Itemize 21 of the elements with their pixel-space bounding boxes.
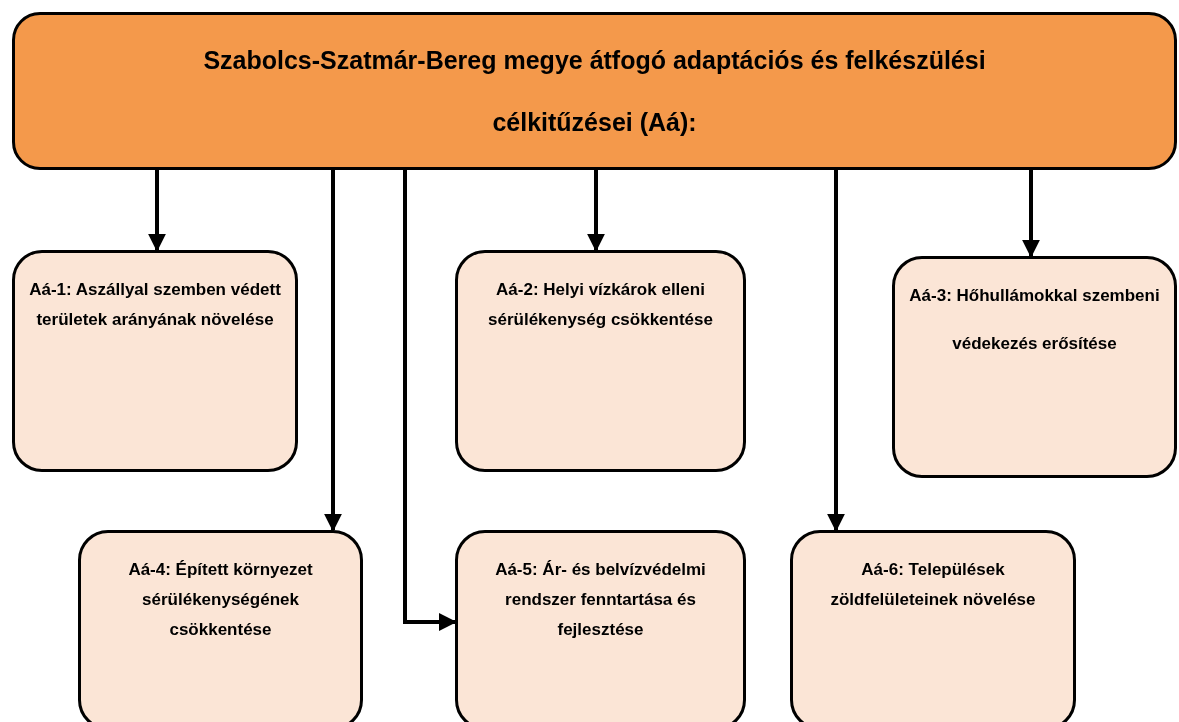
arrow xyxy=(827,170,845,532)
heading-box xyxy=(12,12,1177,170)
node-text: védekezés erősítése xyxy=(952,332,1117,355)
goal-box xyxy=(455,250,746,472)
goal-box xyxy=(12,250,298,472)
goal-box xyxy=(790,530,1076,722)
goal-box xyxy=(892,256,1177,478)
goal-box xyxy=(455,530,746,722)
arrow xyxy=(324,170,342,532)
arrow xyxy=(148,170,166,252)
node-text: Aá-1: Aszállyal szemben védett területek arányának növelése xyxy=(29,279,281,331)
node-text: Szabolcs-Szatmár-Bereg megye átfogó adaptációs és felkészülési célkitűzései (Aá): xyxy=(202,44,987,138)
node-text: Aá-5: Ár- és belvízvédelmi rendszer fenntartása és fejlesztése xyxy=(494,559,707,641)
node-text: Aá-4: Épített környezet sérülékenységének csökkentése xyxy=(127,559,314,641)
node-text: Aá-2: Helyi vízkárok elleni sérülékenység csökkentése xyxy=(487,279,714,331)
goal-box xyxy=(78,530,363,722)
node-text: Aá-6: Települések zöldfelületeinek növelése xyxy=(829,559,1037,611)
arrow xyxy=(587,170,605,252)
arrow xyxy=(403,170,457,631)
arrow xyxy=(1022,170,1040,258)
node-text: Aá-3: Hőhullámokkal szembeni xyxy=(909,285,1160,307)
